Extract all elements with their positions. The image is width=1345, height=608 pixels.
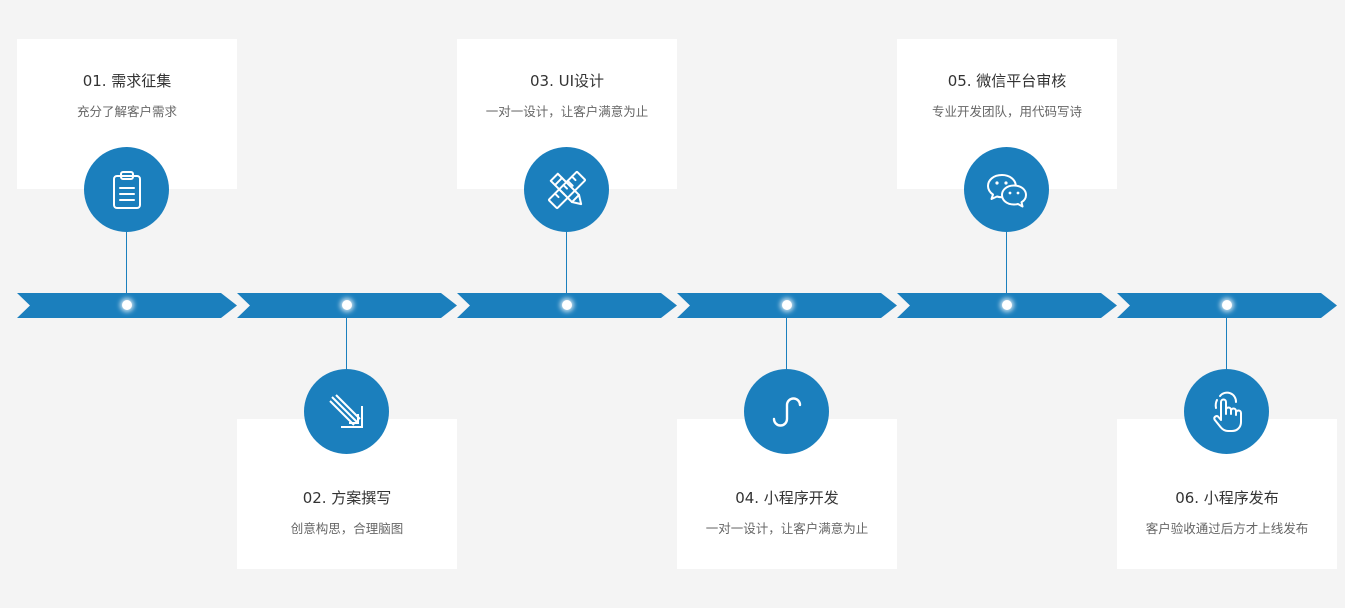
timeline-dot bbox=[782, 300, 792, 310]
connector-line bbox=[346, 311, 347, 371]
wechat-icon bbox=[986, 173, 1027, 207]
step-title: 04. 小程序开发 bbox=[735, 489, 839, 507]
step-title: 03. UI设计 bbox=[529, 72, 605, 90]
step-icon-circle-6 bbox=[1184, 369, 1269, 454]
step-icon-circle-2 bbox=[304, 369, 389, 454]
connector-line bbox=[1226, 311, 1227, 371]
connector-line bbox=[786, 311, 787, 371]
step-icon-circle-3 bbox=[524, 147, 609, 232]
step-description: 一对一设计，让客户满意为止 bbox=[485, 104, 649, 119]
step-description: 一对一设计，让客户满意为止 bbox=[705, 521, 869, 536]
step-title: 06. 小程序发布 bbox=[1175, 489, 1279, 507]
step-description: 客户验收通过后方才上线发布 bbox=[1145, 521, 1309, 536]
timeline-dot bbox=[1222, 300, 1232, 310]
timeline-dot bbox=[342, 300, 352, 310]
step-description: 专业开发团队，用代码写诗 bbox=[931, 104, 1082, 119]
diagonal-arrow-icon bbox=[328, 393, 363, 428]
step-icon-circle-5 bbox=[964, 147, 1049, 232]
timeline-dot bbox=[122, 300, 132, 310]
hand-pointer-icon bbox=[1212, 391, 1242, 432]
connector-line bbox=[1006, 230, 1007, 300]
step-icon-circle-1 bbox=[84, 147, 169, 232]
mini-program-icon bbox=[772, 396, 801, 427]
timeline-dot bbox=[1002, 300, 1012, 310]
step-title: 05. 微信平台审核 bbox=[947, 72, 1067, 90]
clipboard-icon bbox=[112, 170, 141, 209]
connector-line bbox=[566, 230, 567, 300]
step-description: 创意构思，合理脑图 bbox=[290, 521, 404, 536]
pencil-ruler-icon bbox=[547, 170, 586, 209]
step-title: 02. 方案撰写 bbox=[302, 489, 392, 507]
connector-line bbox=[126, 230, 127, 300]
step-description: 充分了解客户需求 bbox=[76, 104, 177, 119]
step-title: 01. 需求征集 bbox=[82, 72, 172, 90]
step-icon-circle-4 bbox=[744, 369, 829, 454]
timeline-dot bbox=[562, 300, 572, 310]
